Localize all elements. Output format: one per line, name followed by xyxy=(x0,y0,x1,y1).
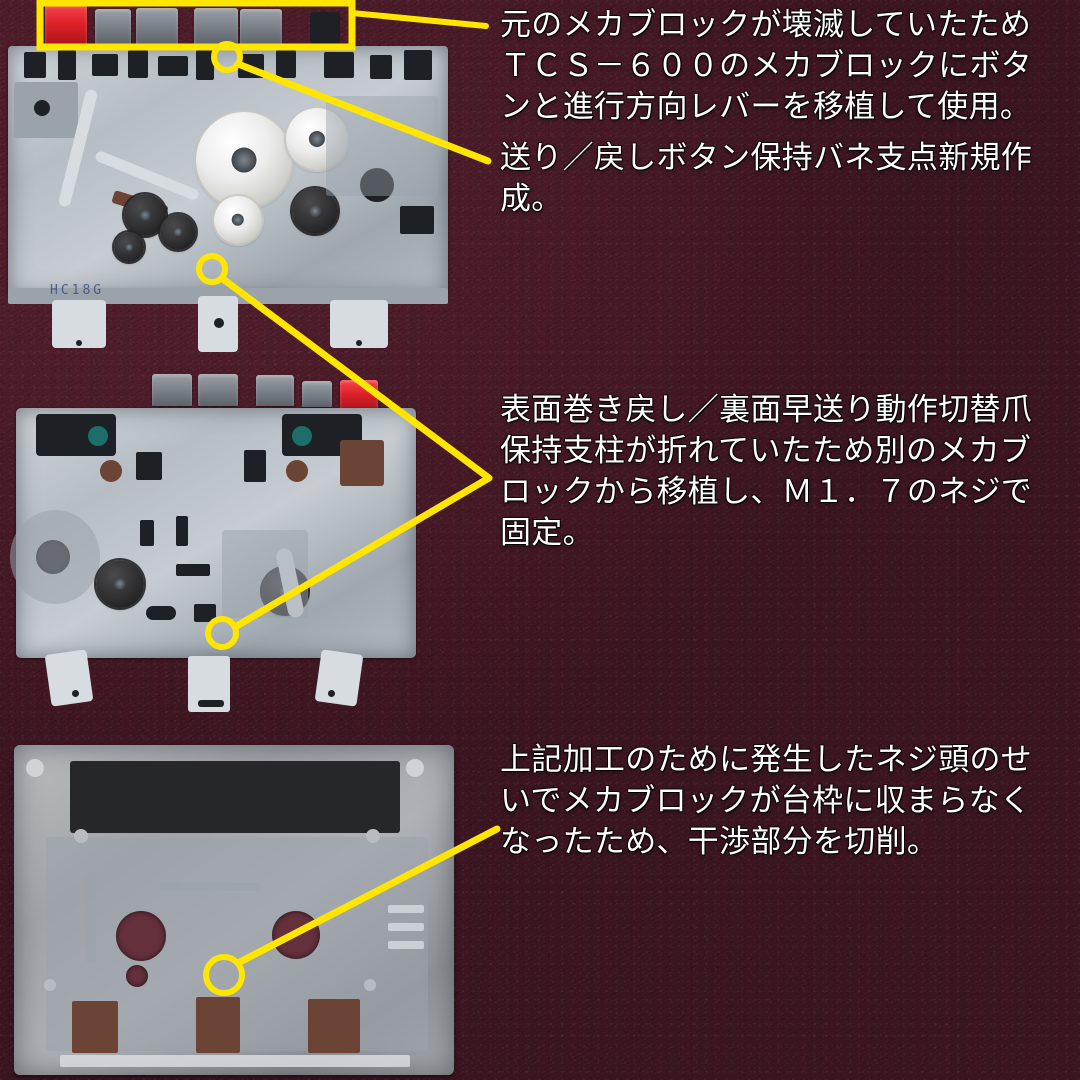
lever-assembly-h xyxy=(276,50,296,78)
center-shield xyxy=(222,530,308,618)
screw-boss-low-left xyxy=(44,979,56,991)
button-cap-3 xyxy=(194,8,238,45)
foot-u-left xyxy=(44,649,94,707)
slot-d xyxy=(146,606,176,620)
lever-assembly-c xyxy=(92,54,118,76)
small-hole-left xyxy=(126,965,148,987)
bushing-left xyxy=(100,460,122,482)
direction-lever-knob xyxy=(316,20,334,38)
bushing-right xyxy=(286,460,308,482)
side-rail-right-2 xyxy=(388,923,424,931)
chassis-marking-label: HC18G xyxy=(50,283,105,298)
foot-screw-left xyxy=(76,340,82,346)
button-cap-u-record xyxy=(340,380,378,410)
slot-a xyxy=(140,520,154,546)
lever-assembly-f xyxy=(196,50,214,80)
button-cap-1 xyxy=(95,9,131,45)
lever-assembly-d xyxy=(128,50,148,78)
reel-post-right xyxy=(292,426,312,446)
lever-assembly-i xyxy=(324,52,354,78)
caption-text-4: 上記加工のために発生したネジ頭のせ いでメカブロックが台枠に収まらなく なったた… xyxy=(500,742,1033,860)
plate-disc-left xyxy=(10,510,100,604)
slot-c xyxy=(176,564,210,576)
switch-block-a xyxy=(136,452,162,480)
screw-boss-mid-right xyxy=(366,829,380,843)
caption-text-1: 元のメカブロックが壊滅していたため ＴＣＳ－６００のメカブロックにボタ ンと進行… xyxy=(500,7,1033,125)
foot-screw-center xyxy=(214,318,224,328)
photo-top-mechanism: HC18G xyxy=(0,0,470,360)
right-plate-section xyxy=(326,96,438,196)
reel-post-left xyxy=(88,426,108,446)
screw-boss-low-right xyxy=(364,979,376,991)
reel-hole-left xyxy=(116,911,166,961)
button-cap-4 xyxy=(240,9,282,45)
idler-wheel-left xyxy=(96,560,144,608)
lever-assembly-e xyxy=(158,56,188,76)
foot-u-center-slot xyxy=(198,700,224,707)
gear-dark-3 xyxy=(114,232,144,262)
contact-spring-right xyxy=(340,440,384,486)
foot-u-right xyxy=(314,649,364,707)
lever-assembly-b xyxy=(58,50,76,80)
bracket-right xyxy=(400,206,434,234)
button-cap-u4 xyxy=(302,381,332,407)
cutout-lower-right xyxy=(308,999,360,1053)
corner-boss-left xyxy=(26,759,44,777)
caption-text-2: 送り／戻しボタン保持バネ支点新規作 成。 xyxy=(500,140,1033,217)
lever-assembly-g xyxy=(238,54,264,78)
cassette-well-recess xyxy=(70,761,400,833)
side-rail-right xyxy=(388,905,424,913)
switch-block-b xyxy=(244,450,266,482)
photo-middle-mechanism xyxy=(0,370,470,718)
corner-boss-right xyxy=(406,759,424,777)
caption-text-3: 表面巻き戻し／裏面早送り動作切替爪 保持支柱が折れていたため別のメカブ ロックか… xyxy=(500,392,1033,551)
capstan-opening xyxy=(360,168,394,202)
button-cap-u3 xyxy=(256,375,294,406)
slot-b xyxy=(176,516,188,546)
lever-assembly-j xyxy=(370,55,392,79)
rib-b xyxy=(86,873,96,963)
cutout-lower-center xyxy=(196,997,240,1053)
button-cap-record xyxy=(45,5,87,45)
gear-small-white xyxy=(214,196,262,244)
button-cap-u1 xyxy=(152,374,192,406)
slot-e xyxy=(194,604,216,622)
main-gear-large xyxy=(196,112,292,208)
pivot-left xyxy=(34,100,50,116)
photo-bottom-chassis xyxy=(0,733,470,1080)
bottom-lip xyxy=(60,1055,410,1067)
button-cap-u2 xyxy=(198,374,238,406)
cutout-lower-left xyxy=(72,1001,118,1053)
gear-dark-2 xyxy=(160,214,196,250)
lever-assembly-k xyxy=(404,50,432,80)
rib-a xyxy=(160,883,260,891)
screw-boss-mid-left xyxy=(74,829,88,843)
foot-u-screw-right xyxy=(328,690,335,697)
flywheel-dark xyxy=(292,188,338,234)
side-rail-right-3 xyxy=(388,941,424,949)
reel-hole-right xyxy=(272,911,320,959)
lever-assembly-a xyxy=(24,52,46,78)
foot-screw-right xyxy=(356,340,362,346)
button-cap-2 xyxy=(136,8,178,45)
gear-dark-1 xyxy=(124,194,166,236)
foot-u-screw-left xyxy=(72,690,79,697)
